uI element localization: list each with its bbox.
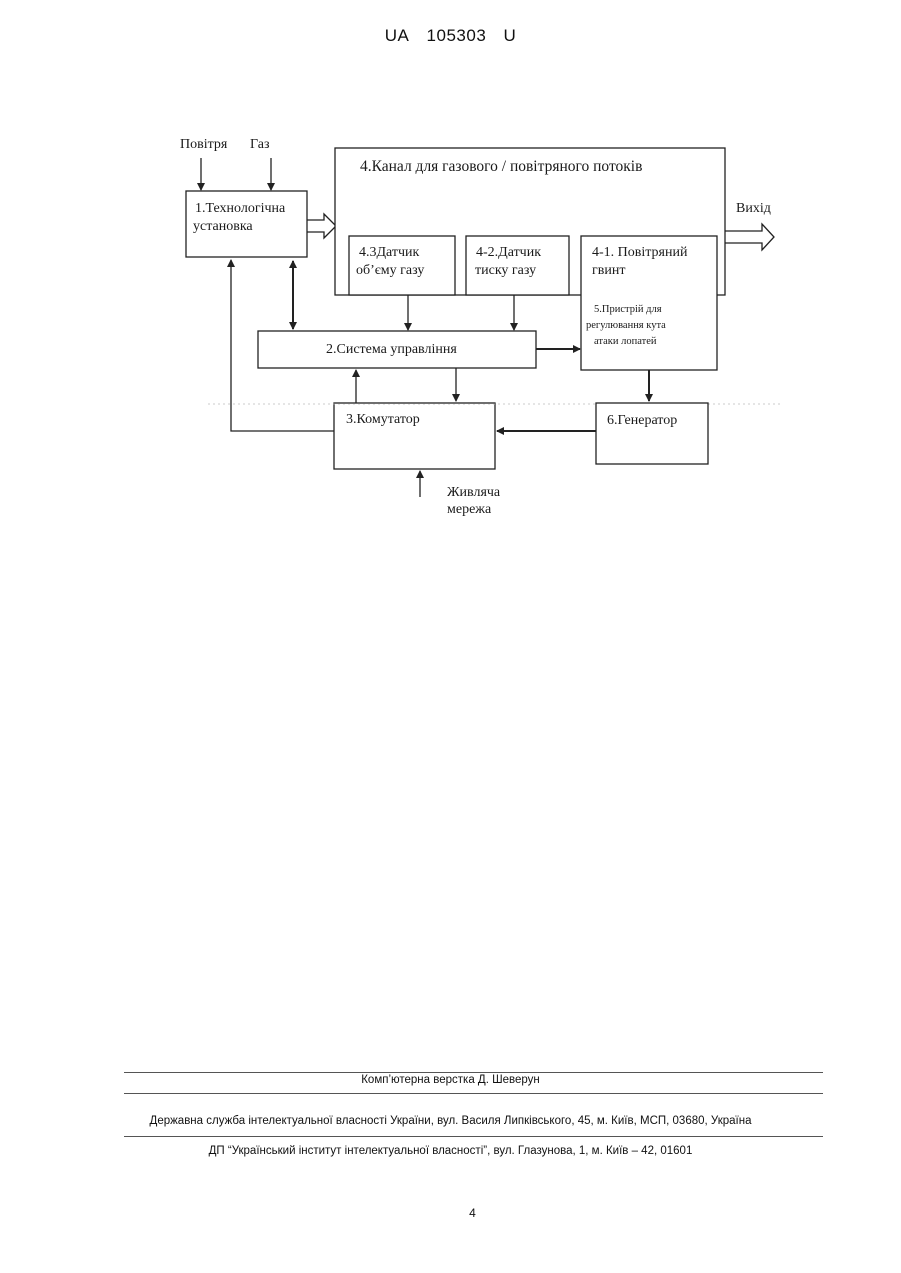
switch-label: 3.Комутатор bbox=[346, 412, 420, 427]
sensor42-line1: 4-2.Датчик bbox=[476, 245, 541, 260]
output-arrow bbox=[725, 224, 774, 250]
footer-rule-bottom bbox=[124, 1136, 823, 1137]
footer-rule-middle bbox=[124, 1093, 823, 1094]
channel-title: 4.Канал для газового / повітряного поток… bbox=[360, 158, 642, 175]
block-diagram: Повітря Газ 1.Технологічна установка 4.К… bbox=[0, 0, 901, 560]
page-number: 4 bbox=[0, 1206, 901, 1220]
layout-credit: Комп’ютерна верстка Д. Шеверун bbox=[0, 1074, 901, 1086]
unit-to-channel-arrow bbox=[307, 214, 336, 238]
device5-line3: атаки лопатей bbox=[594, 336, 657, 347]
mains-line2: мережа bbox=[447, 502, 492, 517]
control-system-label: 2.Система управління bbox=[326, 342, 457, 357]
propeller-line2: гвинт bbox=[592, 263, 625, 278]
output-label: Вихід bbox=[736, 201, 771, 216]
box1-line1: 1.Технологічна bbox=[195, 201, 286, 216]
propeller-line1: 4-1. Повітряний bbox=[592, 245, 688, 260]
sensor43-line2: об’єму газу bbox=[356, 263, 424, 278]
input-air-label: Повітря bbox=[180, 137, 228, 152]
device5-line1: 5.Пристрій для bbox=[594, 304, 662, 315]
device5-line2: регулювання кута bbox=[586, 320, 666, 331]
sensor42-line2: тиску газу bbox=[475, 263, 536, 278]
input-gas-label: Газ bbox=[250, 137, 270, 152]
sensor43-line1: 4.3Датчик bbox=[359, 245, 420, 260]
institute-address: ДП “Український інститут інтелектуальної… bbox=[0, 1145, 901, 1157]
agency-address: Державна служба інтелектуальної власност… bbox=[0, 1115, 901, 1127]
box1-line2: установка bbox=[193, 219, 253, 234]
footer-rule-top bbox=[124, 1072, 823, 1073]
generator-label: 6.Генератор bbox=[607, 413, 677, 428]
mains-line1: Живляча bbox=[447, 485, 501, 500]
